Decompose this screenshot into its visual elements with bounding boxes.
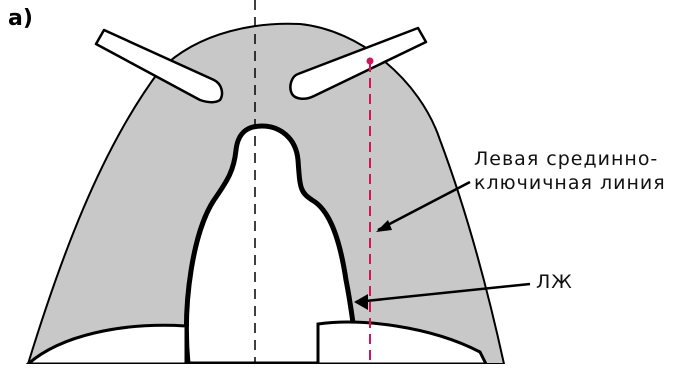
midclavicular-point <box>367 58 374 65</box>
midclavicular-label: Левая срединно- ключичная линия <box>474 147 666 195</box>
left-ventricle-label: ЛЖ <box>536 270 573 294</box>
midclavicular-label-line1: Левая срединно- <box>474 147 666 171</box>
panel-letter: а) <box>8 6 33 31</box>
midclavicular-label-line2: ключичная линия <box>474 171 666 195</box>
